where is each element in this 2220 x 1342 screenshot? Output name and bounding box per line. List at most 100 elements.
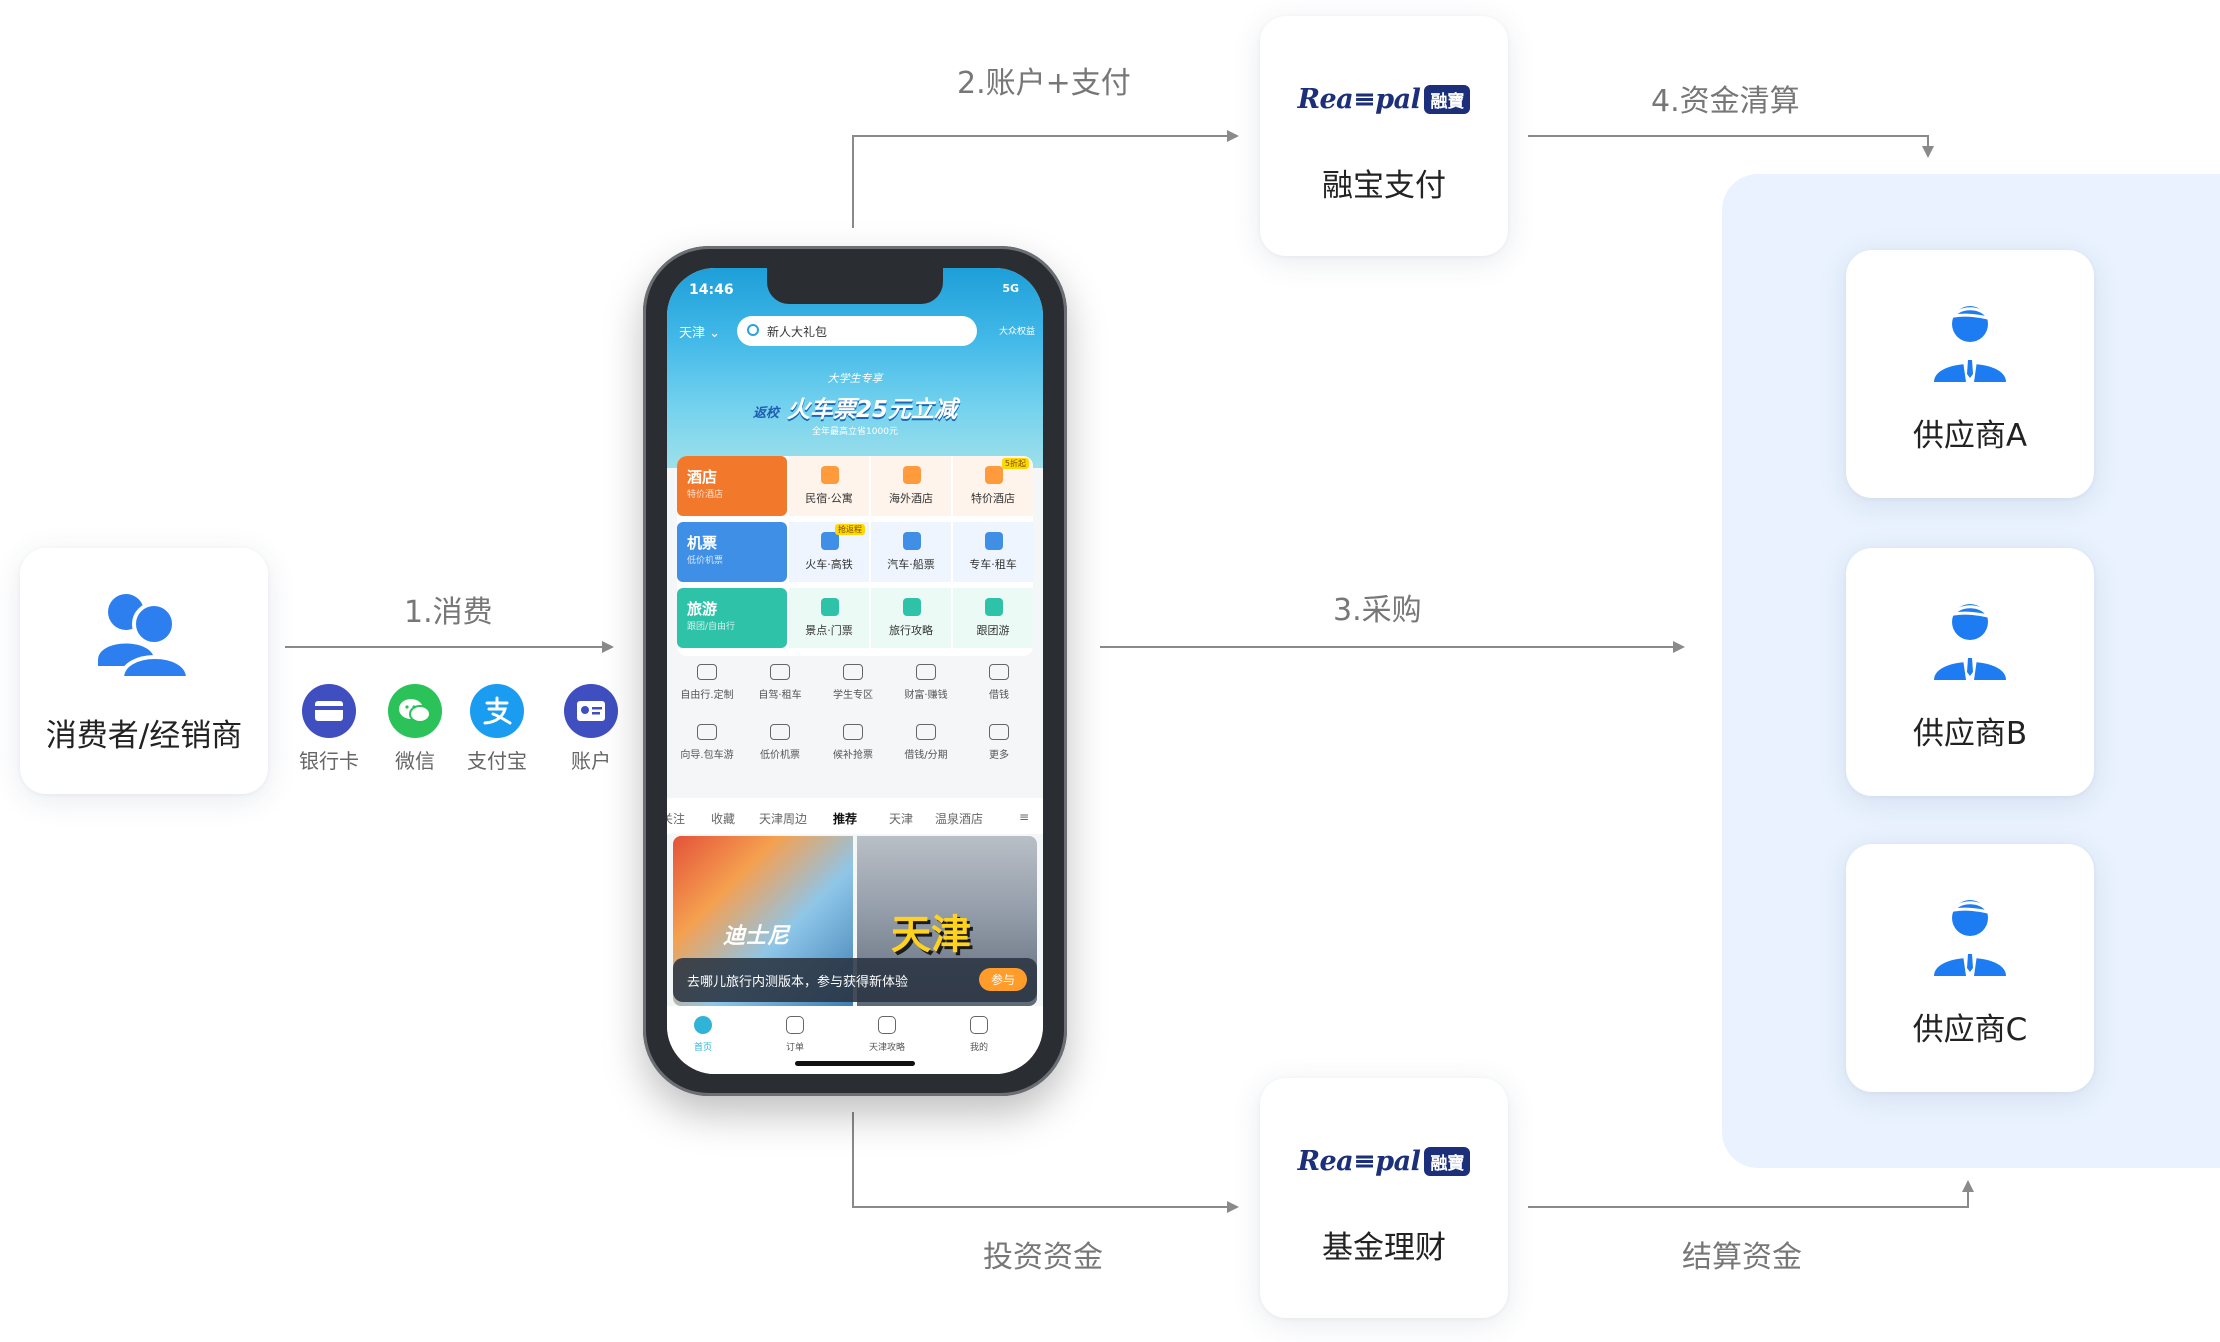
service-cell[interactable]: 旅行攻略 — [871, 588, 951, 648]
shortcut-item[interactable]: 更多 — [963, 724, 1035, 761]
payment-label-alipay: 支付宝 — [467, 749, 527, 773]
feed-tab[interactable]: 温泉酒店 — [935, 812, 984, 826]
service-cell[interactable]: 火车·高铁抢返程 — [789, 522, 869, 582]
shortcut-label: 财富·赚钱 — [904, 690, 948, 701]
notice-text: 去哪儿旅行内测版本，参与获得新体验 — [687, 975, 909, 990]
feed-tab[interactable]: 收藏 — [711, 812, 736, 826]
arrow-settlement — [1528, 135, 1934, 158]
rights-entry[interactable]: 大众权益 — [998, 327, 1035, 337]
arrow-settle-funds — [1528, 1180, 1974, 1208]
search-input[interactable]: 新人大礼包 — [737, 316, 977, 346]
banner-title[interactable]: 返校 火车票25元立减 — [667, 390, 1043, 424]
home-indicator — [795, 1061, 915, 1066]
service-cell-label: 特价酒店 — [971, 492, 1015, 505]
reapal-logo-badge: 融寶 — [1424, 85, 1471, 114]
tabbar-item[interactable]: 天津攻略 — [857, 1016, 917, 1053]
tabbar-item[interactable]: 我的 — [949, 1016, 1009, 1053]
service-cell[interactable]: 民宿·公寓 — [789, 456, 869, 516]
shortcut-label: 自驾·租车 — [758, 690, 802, 701]
menu-icon[interactable]: ≡ — [1019, 810, 1030, 824]
shortcut-item[interactable]: 向导.包车游 — [671, 724, 743, 761]
service-main-sub: 跟团/自由行 — [687, 622, 736, 632]
bottom-tabbar: 首页订单天津攻略 我的 — [667, 1006, 1043, 1074]
shortcut-grid: 自由行.定制自驾·租车 学生专区财富·赚钱 借钱向导.包车游低价机票候补抢票借钱/分… — [667, 664, 1043, 794]
feed-caption: 迪士尼 — [723, 924, 790, 949]
service-cell[interactable]: 跟团游 — [953, 588, 1033, 648]
tabbar-icon — [786, 1016, 804, 1034]
service-cell-icon — [903, 466, 921, 484]
service-cell-tag: 5折起 — [1001, 458, 1029, 469]
service-cell-icon — [821, 466, 839, 484]
reapal-logo: Rea≡pal 融寶 — [1260, 84, 1508, 115]
flow-label-purchase: 3.采购 — [1333, 593, 1422, 628]
shortcut-item[interactable]: 借钱/分期 — [890, 724, 962, 761]
shortcut-item[interactable]: 财富·赚钱 — [890, 664, 962, 701]
tabbar-icon — [694, 1016, 712, 1034]
service-main-0[interactable]: 酒店特价酒店 — [677, 456, 787, 516]
shortcut-item[interactable]: 低价机票 — [744, 724, 816, 761]
feed-tab[interactable]: 天津 — [889, 812, 914, 826]
shortcut-label: 借钱 — [989, 690, 1009, 701]
shortcut-item[interactable]: 学生专区 — [817, 664, 889, 701]
service-cell-label: 民宿·公寓 — [805, 492, 853, 505]
phone-screen: 大学生专享 返校 火车票25元立减 全年最高立省1000元 14:46 5G 天… — [667, 268, 1043, 1074]
flow-label-consume: 1.消费 — [404, 595, 493, 630]
service-main-1[interactable]: 机票低价机票 — [677, 522, 787, 582]
service-cell-icon — [821, 532, 839, 550]
fund-label: 基金理财 — [1322, 1230, 1446, 1266]
join-button[interactable]: 参与 — [978, 968, 1027, 991]
service-main-2[interactable]: 旅游跟团/自由行 — [677, 588, 787, 648]
search-placeholder: 新人大礼包 — [767, 325, 828, 339]
supplier-card-c: 供应商C — [1846, 844, 2094, 1092]
service-cell-tag: 抢返程 — [835, 524, 865, 535]
service-cell-icon — [985, 598, 1003, 616]
feed-tab[interactable]: 推荐 — [833, 812, 858, 826]
chevron-down-icon: ⌄ — [709, 326, 721, 341]
shortcut-icon — [770, 724, 790, 740]
supplier-icon — [1934, 604, 2006, 680]
feed-tabs: 关注 收藏 天津周边 推荐 天津 温泉酒店 ≡ — [667, 798, 1043, 834]
feed-tab[interactable]: 天津周边 — [759, 812, 808, 826]
search-icon — [747, 324, 759, 336]
banner-title-text: 火车票25元立减 — [787, 397, 958, 423]
service-cell[interactable]: 海外酒店 — [871, 456, 951, 516]
feed-big-text: 天津 — [891, 912, 971, 958]
city-selector[interactable]: 天津 ⌄ — [679, 322, 720, 341]
reapal-pay-label: 融宝支付 — [1322, 168, 1446, 204]
shortcut-icon — [697, 664, 717, 680]
flow-label-settlement: 4.资金清算 — [1651, 84, 1800, 119]
flow-label-invest: 投资资金 — [983, 1240, 1103, 1275]
tabbar-item[interactable]: 订单 — [765, 1016, 825, 1053]
service-row: 酒店特价酒店民宿·公寓 海外酒店特价酒店 5折起 — [677, 456, 1033, 518]
tabbar-item[interactable]: 首页 — [673, 1016, 733, 1053]
supplier-a-label: 供应商A — [1912, 418, 2028, 454]
shortcut-icon — [843, 724, 863, 740]
service-grid: 酒店特价酒店民宿·公寓 海外酒店特价酒店 5折起机票低价机票火车·高铁抢返程汽车·船… — [677, 456, 1033, 656]
bank-card-icon — [302, 684, 356, 738]
shortcut-item[interactable]: 候补抢票 — [817, 724, 889, 761]
shortcut-item[interactable]: 借钱 — [963, 664, 1035, 701]
feed-tab[interactable]: 关注 — [667, 812, 686, 826]
payment-label-wechat: 微信 — [395, 749, 435, 773]
service-cell[interactable]: 专车·租车 — [953, 522, 1033, 582]
service-main-title: 酒店 — [687, 468, 718, 486]
account-card-icon — [564, 684, 618, 738]
status-time: 14:46 — [689, 282, 734, 298]
fund-card: Rea≡pal 融寶 基金理财 — [1260, 1078, 1508, 1318]
wechat-icon — [388, 684, 442, 738]
service-cell-label: 景点·门票 — [805, 624, 853, 637]
service-cell[interactable]: 特价酒店 5折起 — [953, 456, 1033, 516]
service-cell-icon — [985, 466, 1003, 484]
reapal-pay-card: Rea≡pal 融寶 融宝支付 — [1260, 16, 1508, 256]
service-cell[interactable]: 汽车·船票 — [871, 522, 951, 582]
shortcut-item[interactable]: 自由行.定制 — [671, 664, 743, 701]
supplier-card-b: 供应商B — [1846, 548, 2094, 796]
reapal-logo-text-fund: Rea≡pal — [1297, 1146, 1421, 1177]
notice-bar: 去哪儿旅行内测版本，参与获得新体验 参与 — [673, 958, 1037, 1002]
service-cell[interactable]: 景点·门票 — [789, 588, 869, 648]
service-main-title: 机票 — [687, 534, 718, 552]
shortcut-item[interactable]: 自驾·租车 — [744, 664, 816, 701]
tabbar-label: 天津攻略 — [868, 1043, 905, 1053]
tabbar-icon — [878, 1016, 896, 1034]
